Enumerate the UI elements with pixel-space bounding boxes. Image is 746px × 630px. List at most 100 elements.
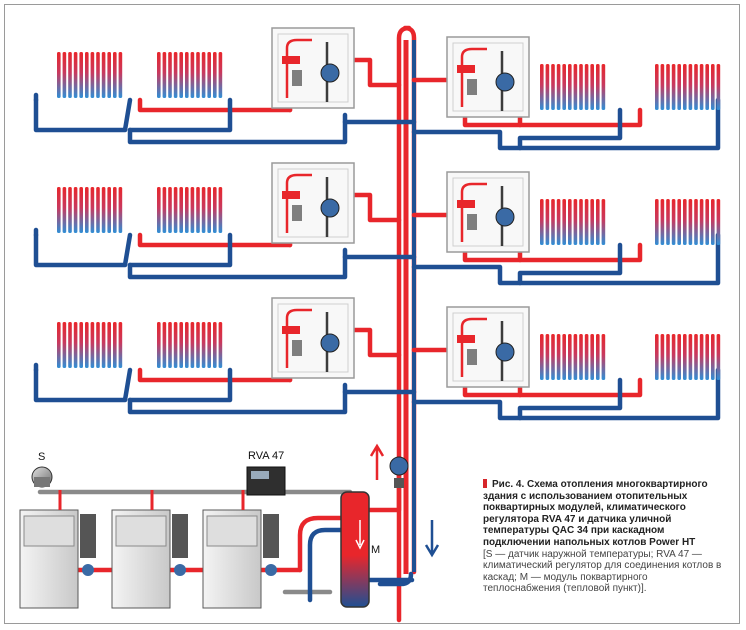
radiator-left-b-1-section — [157, 52, 161, 98]
left-module-inner-3 — [277, 303, 349, 373]
left-module-valve-1 — [292, 70, 302, 86]
right-module-pump-1 — [495, 72, 515, 92]
radiator-right-a-1-section — [596, 64, 600, 110]
left-supply-pipe-1 — [137, 97, 293, 113]
radiator-right-a-2-section — [545, 199, 550, 245]
radiator-left-b-1-section — [196, 52, 200, 98]
radiator-right-b-1-section — [705, 64, 709, 110]
right-module-cabinet-1 — [446, 36, 530, 118]
radiator-right-b-1-section — [688, 64, 693, 110]
radiator-left-b-3-section — [190, 322, 195, 368]
radiator-right-b-3-section — [671, 334, 676, 380]
left-riser-tap-1 — [337, 57, 402, 88]
radiator-left-b-3-section — [201, 322, 206, 368]
radiator-left-a-2-section — [79, 187, 83, 233]
radiator-right-b-2-section — [694, 199, 698, 245]
radiator-right-b-2-section — [716, 199, 721, 245]
left-module-pump-1 — [320, 63, 340, 83]
radiator-right-b-1-section — [711, 64, 715, 110]
radiator-right-b-2-section — [711, 199, 715, 245]
supply-valve — [394, 478, 404, 488]
left-module-supply-line-2 — [285, 173, 312, 233]
left-riser-tap-2 — [337, 192, 402, 223]
radiator-right-a-3-section — [562, 334, 566, 380]
radiator-right-b-1-section — [699, 64, 704, 110]
radiator-right-b-1-section — [716, 64, 721, 110]
radiator-right-a-3-section — [584, 334, 589, 380]
boiler-header-top — [37, 489, 353, 513]
radiator-right-b-1-section — [660, 64, 665, 110]
left-return-main-1 — [127, 112, 348, 145]
radiator-left-a-1-section — [62, 52, 67, 98]
left-return-main-2 — [127, 247, 348, 280]
right-module-supply-line-3 — [460, 317, 487, 377]
radiator-left-b-2-section — [207, 187, 211, 233]
radiator-right-a-3-section — [540, 334, 544, 380]
right-module-cabinet-3 — [446, 306, 530, 388]
radiator-right-a-1-section — [540, 64, 544, 110]
radiator-right-b-3-section — [716, 334, 721, 380]
left-module-pump-2 — [320, 198, 340, 218]
apartment-modules — [271, 27, 530, 388]
radiator-left-b-1-section — [213, 52, 217, 98]
right-module-valve-2 — [467, 214, 477, 230]
module-label: M — [371, 544, 381, 556]
right-return-branch-1 — [517, 107, 623, 151]
radiator-right-b-2-section — [671, 199, 676, 245]
outdoor-sensor-base — [34, 477, 50, 487]
caption-marker — [483, 479, 487, 488]
right-return-loop-2 — [411, 232, 721, 286]
right-return-loop-3 — [411, 367, 721, 421]
left-module-valve-3 — [292, 340, 302, 356]
radiator-left-a-2-section — [57, 187, 61, 233]
radiator-left-a-1-section — [79, 52, 83, 98]
boiler-pump-3 — [265, 564, 277, 576]
left-module-supply-line-3 — [285, 308, 312, 368]
radiator-right-a-3-section — [545, 334, 550, 380]
radiator-right-a-1-section — [551, 64, 555, 110]
radiator-right-a-3-section — [590, 334, 594, 380]
radiator-left-b-2-section — [185, 187, 189, 233]
radiator-right-b-2-section — [660, 199, 665, 245]
radiator-left-a-2-section — [113, 187, 117, 233]
boiler-pump-2 — [174, 564, 186, 576]
radiator-right-b-3-section — [711, 334, 715, 380]
radiator-right-a-1-section — [590, 64, 594, 110]
radiator-right-b-3-section — [699, 334, 704, 380]
radiator-left-a-1-section — [118, 52, 123, 98]
radiator-right-b-3-section — [677, 334, 681, 380]
radiator-right-b-2-section — [666, 199, 670, 245]
radiator-left-a-1-section — [73, 52, 78, 98]
radiator-left-b-1-section — [185, 52, 189, 98]
radiator-left-a-1-section — [57, 52, 61, 98]
radiator-right-a-1-section — [584, 64, 589, 110]
radiator-left-a-3-section — [96, 322, 100, 368]
outdoor-sensor-label: S — [38, 451, 46, 463]
radiator-left-a-1-section — [101, 52, 106, 98]
right-module-exchanger-2 — [457, 200, 475, 208]
left-module-cabinet-2 — [271, 162, 355, 244]
radiator-left-b-2-section — [196, 187, 200, 233]
radiator-right-a-2-section — [556, 199, 561, 245]
radiator-left-b-1-section — [207, 52, 211, 98]
radiator-left-b-1-section — [190, 52, 195, 98]
left-module-exchanger-2 — [282, 191, 300, 199]
radiator-right-b-1-section — [666, 64, 670, 110]
left-module-pump-3 — [320, 333, 340, 353]
boiler-pump-1 — [82, 564, 94, 576]
radiator-left-b-3-section — [185, 322, 189, 368]
radiator-left-a-2-section — [101, 187, 106, 233]
left-return-loop-b-2 — [127, 232, 233, 268]
radiator-left-a-2-section — [62, 187, 67, 233]
radiator-right-a-2-section — [579, 199, 583, 245]
right-module-supply-line-2 — [460, 182, 487, 242]
boiler-to-module — [297, 515, 353, 573]
radiator-left-a-2-section — [96, 187, 100, 233]
radiator-left-b-2-section — [162, 187, 167, 233]
right-module-cabinet-2 — [446, 171, 530, 253]
radiator-left-a-2-section — [90, 187, 95, 233]
radiator-right-a-3-section — [596, 334, 600, 380]
radiator-right-b-3-section — [655, 334, 659, 380]
radiator-right-b-2-section — [705, 199, 709, 245]
radiator-right-a-3-section — [556, 334, 561, 380]
